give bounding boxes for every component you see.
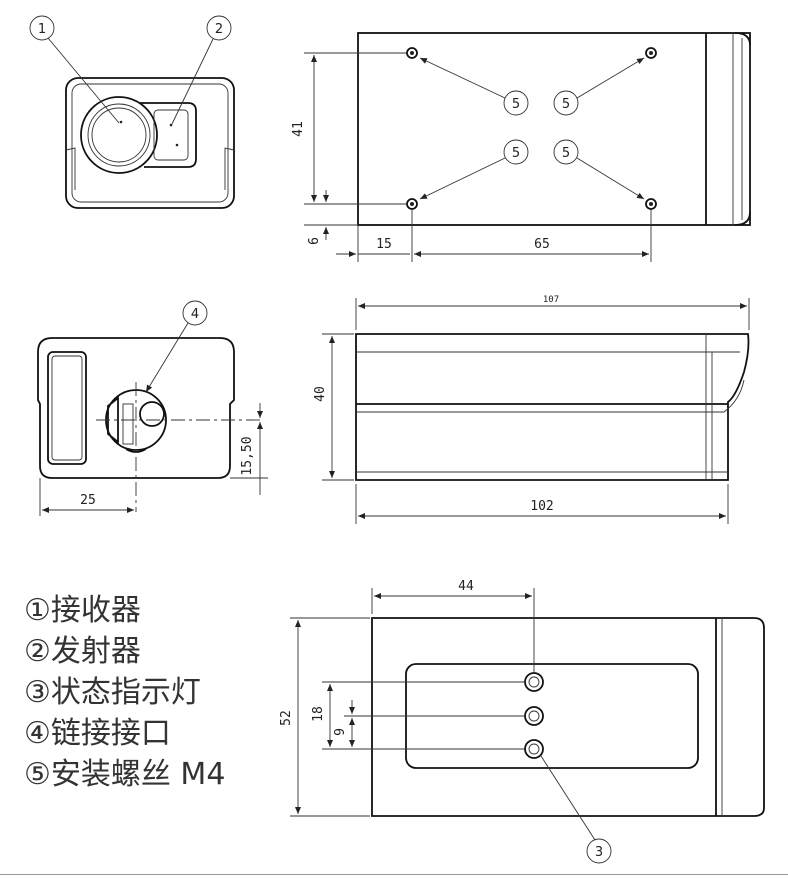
svg-text:5: 5 [512,97,520,112]
callout-5-d: 5 [553,139,645,200]
svg-text:41: 41 [291,121,306,137]
side-view-dimensions: 107 40 102 [313,295,750,524]
callout-5-c: 5 [419,139,529,200]
callout-5-a: 5 [419,57,529,116]
svg-text:15: 15 [376,237,392,252]
svg-text:3: 3 [595,845,603,860]
svg-text:5: 5 [512,146,520,161]
legend-item-transmitter: ②发射器 [24,634,141,669]
svg-text:107: 107 [543,295,559,305]
svg-text:18: 18 [311,706,326,722]
bottom-view [371,617,765,817]
svg-text:40: 40 [313,386,328,402]
svg-text:9: 9 [333,728,348,736]
callout-2: 2 [171,15,232,125]
callout-4: 4 [145,300,208,393]
svg-text:25: 25 [80,493,96,508]
svg-text:5: 5 [562,146,570,161]
top-view [357,32,751,226]
legend-item-status-light: ③状态指示灯 [24,675,201,710]
front-view [65,77,235,209]
legend-item-mounting-screw: ⑤安装螺丝 M4 [24,757,226,792]
legend-item-receiver: ①接收器 [24,593,141,628]
svg-text:4: 4 [191,307,199,322]
callout-1: 1 [29,15,120,124]
callout-5-b: 5 [553,57,645,116]
svg-text:52: 52 [279,710,294,726]
bottom-divider [0,874,788,875]
svg-text:2: 2 [215,22,223,37]
svg-text:102: 102 [530,499,553,514]
svg-text:65: 65 [534,237,550,252]
svg-text:6: 6 [307,237,322,245]
svg-text:5: 5 [562,97,570,112]
side-view [355,333,750,481]
svg-text:15,50: 15,50 [240,436,255,475]
legend: ①接收器 ②发射器 ③状态指示灯 ④链接接口 ⑤安装螺丝 M4 [24,590,225,795]
end-view [37,337,264,512]
end-view-dimensions: 15,50 25 [39,403,268,516]
bottom-view-dimensions: 44 52 18 9 [279,579,535,817]
svg-text:1: 1 [38,22,46,37]
svg-text:44: 44 [458,579,474,594]
top-view-dimensions: 41 6 15 65 [291,52,652,262]
legend-item-connector: ④链接接口 [24,716,171,751]
callout-3: 3 [540,755,612,864]
